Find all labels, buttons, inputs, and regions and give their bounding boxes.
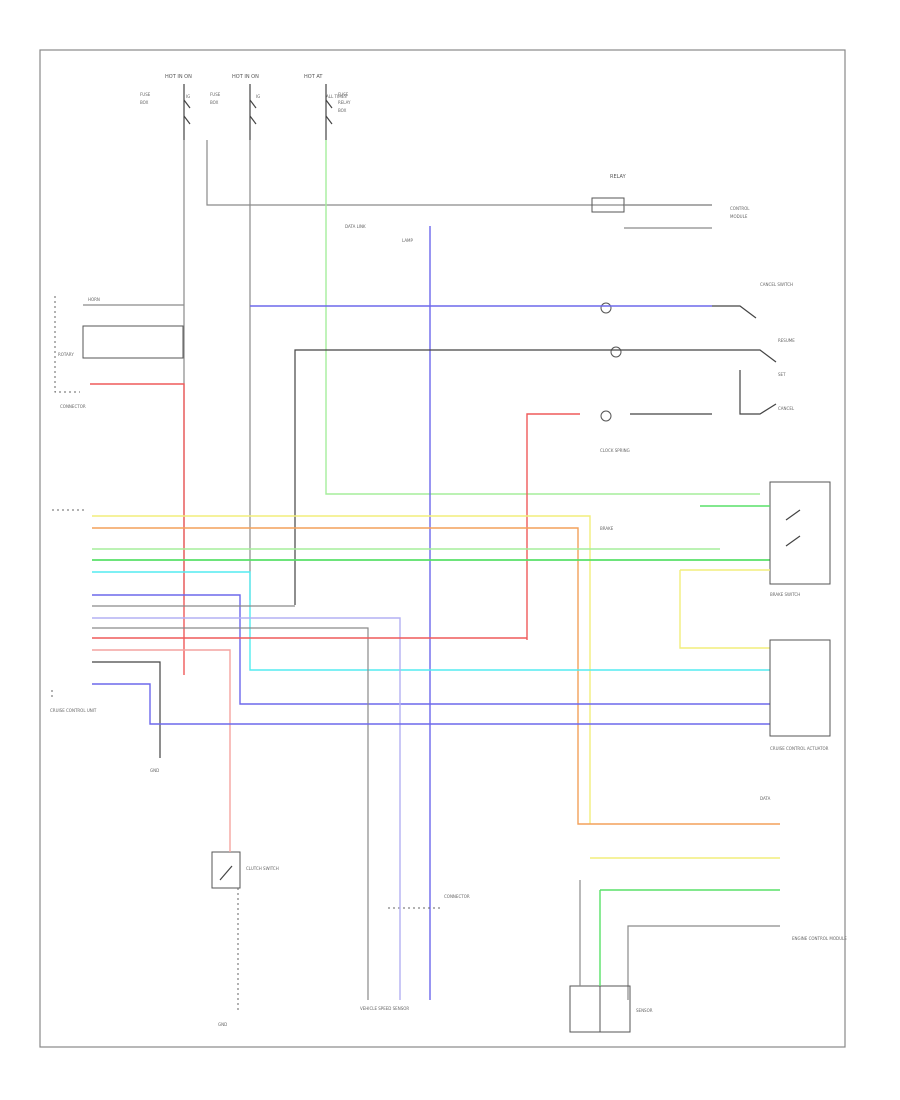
svg-text:SET: SET bbox=[778, 372, 786, 377]
wire-pink-1 bbox=[92, 649, 231, 810]
brake-connector: BRAKE SWITCH bbox=[769, 481, 831, 597]
svg-text:SENSOR: SENSOR bbox=[636, 1008, 653, 1013]
svg-text:LAMP: LAMP bbox=[402, 238, 414, 243]
wire-cyan-1 bbox=[92, 571, 770, 671]
svg-text:CLOCK SPRING: CLOCK SPRING bbox=[600, 448, 630, 453]
wire-gray-2 bbox=[92, 627, 369, 1000]
svg-text:HOT AT: HOT AT bbox=[304, 74, 323, 80]
svg-text:BRAKE: BRAKE bbox=[600, 526, 614, 531]
vss-box: SENSOR bbox=[569, 985, 653, 1033]
ground-left: GND bbox=[150, 744, 161, 773]
wire-red-left bbox=[90, 383, 185, 675]
svg-text:RELAY: RELAY bbox=[338, 100, 351, 105]
svg-text:DATA LINK: DATA LINK bbox=[345, 224, 366, 229]
wire-orange-1 bbox=[92, 527, 780, 825]
fuse-block-1: HOT IN ON IG FUSE BOX bbox=[140, 74, 192, 140]
wire-yellow-pad bbox=[679, 570, 770, 649]
svg-text:CANCEL SWITCH: CANCEL SWITCH bbox=[760, 282, 793, 287]
svg-text:HORN: HORN bbox=[88, 297, 100, 302]
svg-text:FUSE: FUSE bbox=[140, 92, 151, 97]
wire-lightblue-1 bbox=[92, 617, 401, 868]
svg-text:IG: IG bbox=[256, 94, 260, 99]
svg-text:FUSE: FUSE bbox=[210, 92, 221, 97]
svg-text:BOX: BOX bbox=[338, 108, 347, 113]
svg-text:HOT IN ON: HOT IN ON bbox=[232, 74, 259, 80]
actuator: CRUISE CONTROL ACTUATOR bbox=[769, 639, 831, 751]
svg-text:VEHICLE SPEED SENSOR: VEHICLE SPEED SENSOR bbox=[360, 1006, 409, 1011]
svg-text:HOT IN ON: HOT IN ON bbox=[165, 74, 192, 80]
svg-text:CRUISE CONTROL ACTUATOR: CRUISE CONTROL ACTUATOR bbox=[770, 746, 829, 751]
wire-green-fuse3 bbox=[325, 140, 760, 495]
svg-text:CLUTCH SWITCH: CLUTCH SWITCH bbox=[246, 866, 279, 871]
fuse-block-3: HOT AT ALL TIMES FUSE RELAY BOX bbox=[304, 74, 351, 140]
svg-text:CONNECTOR: CONNECTOR bbox=[60, 404, 86, 409]
svg-text:ALL TIMES: ALL TIMES bbox=[326, 94, 347, 99]
svg-text:BOX: BOX bbox=[140, 100, 149, 105]
wire-gray-lower bbox=[627, 925, 780, 1000]
svg-text:ROTARY: ROTARY bbox=[58, 352, 74, 357]
svg-text:BOX: BOX bbox=[210, 100, 219, 105]
svg-text:CRUISE CONTROL UNIT: CRUISE CONTROL UNIT bbox=[50, 708, 97, 713]
svg-text:FUSE: FUSE bbox=[338, 92, 349, 97]
wire-yellow-1 bbox=[92, 515, 591, 824]
connector-lower: CONNECTOR bbox=[388, 894, 470, 909]
svg-text:GND: GND bbox=[150, 768, 159, 773]
cruise-unit: CRUISE CONTROL UNIT bbox=[50, 509, 97, 713]
wire-dark-1 bbox=[92, 661, 161, 744]
fuse-block-2: HOT IN ON IG FUSE BOX bbox=[210, 74, 260, 140]
clutch-switch: CLUTCH SWITCH bbox=[211, 851, 279, 889]
svg-text:DATA: DATA bbox=[760, 796, 771, 801]
cruise-switch: CANCEL SWITCH RESUME SET CANCEL bbox=[712, 282, 795, 415]
wire-blue-2 bbox=[92, 683, 770, 725]
page-frame bbox=[39, 49, 846, 1048]
svg-text:MODULE: MODULE bbox=[730, 214, 748, 219]
svg-text:ENGINE CONTROL MODULE: ENGINE CONTROL MODULE bbox=[792, 936, 847, 941]
svg-text:GND: GND bbox=[218, 1022, 227, 1027]
wire-fuse2a bbox=[206, 140, 712, 206]
svg-text:IG: IG bbox=[186, 94, 190, 99]
svg-text:RELAY: RELAY bbox=[610, 174, 627, 180]
svg-text:RESUME: RESUME bbox=[778, 338, 795, 343]
wire-dark-mid bbox=[294, 349, 712, 605]
svg-text:CONNECTOR: CONNECTOR bbox=[444, 894, 470, 899]
connector-left: HORN ROTARY CONNECTOR bbox=[54, 296, 184, 409]
svg-text:BRAKE SWITCH: BRAKE SWITCH bbox=[770, 592, 800, 597]
wire-blue-1 bbox=[92, 594, 770, 705]
relay-top: RELAY bbox=[591, 174, 627, 213]
svg-text:CANCEL: CANCEL bbox=[778, 406, 795, 411]
wire-red-top bbox=[526, 413, 580, 640]
svg-text:CONTROL: CONTROL bbox=[730, 206, 750, 211]
clock-spring: CLOCK SPRING bbox=[600, 302, 630, 453]
